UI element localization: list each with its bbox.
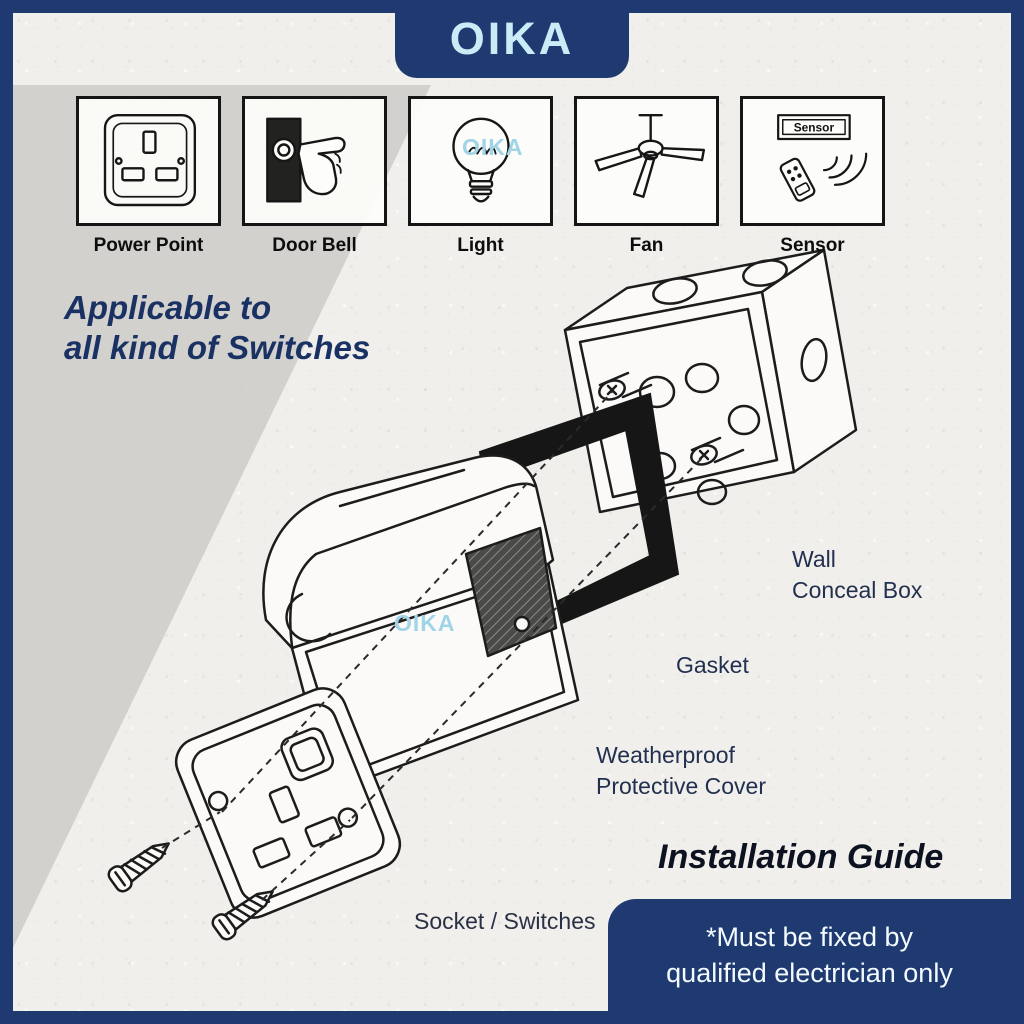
icon-card-light: Light xyxy=(408,96,553,257)
headline-line1: Applicable to xyxy=(64,289,272,326)
headline: Applicable to all kind of Switches xyxy=(64,288,370,367)
brand-logo-badge: OIKA xyxy=(395,0,629,78)
warning-line1: *Must be fixed by xyxy=(705,921,914,952)
installation-guide-title: Installation Guide xyxy=(658,838,944,876)
wall-conceal-box-drawing xyxy=(563,248,858,514)
headline-line2: all kind of Switches xyxy=(64,328,371,366)
oika-watermark: OIKA xyxy=(394,610,456,636)
icon-label-fan: Fan xyxy=(629,235,664,256)
sensor-tag-text: Sensor xyxy=(793,121,834,135)
label-socket-switches: Socket / Switches xyxy=(414,908,596,934)
label-weatherproof-cover: Weatherproof Protective Cover xyxy=(596,742,767,800)
icon-label-door-bell: Door Bell xyxy=(272,235,357,256)
alignment-dashed-lines xyxy=(161,391,705,901)
light-bulb-icon xyxy=(451,117,510,203)
electrician-warning-note: *Must be fixed by qualified electrician … xyxy=(608,899,1011,1011)
brand-logo-text: OIKA xyxy=(449,13,575,64)
ceiling-fan-icon xyxy=(593,113,705,198)
icon-label-sensor: Sensor xyxy=(780,235,845,256)
door-bell-icon xyxy=(265,117,346,203)
icon-label-power-point: Power Point xyxy=(93,235,204,256)
sensor-icon: Sensor xyxy=(776,114,867,202)
screw-drawing xyxy=(107,842,274,941)
warning-line2: qualified electrician only xyxy=(666,957,953,988)
icon-label-light: Light xyxy=(457,235,504,256)
oika-watermark: OIKA xyxy=(462,134,524,160)
label-gasket: Gasket xyxy=(676,652,749,678)
switch-type-icon-row: Power Point Door Bell xyxy=(76,96,885,257)
icon-card-power-point: Power Point xyxy=(76,96,221,257)
icon-card-sensor: Sensor Sensor xyxy=(740,96,885,257)
weatherproof-cover-drawing xyxy=(262,454,580,794)
label-wall-conceal-box: Wall Conceal Box xyxy=(792,546,923,604)
socket-plate-drawing xyxy=(174,687,402,919)
power-point-icon xyxy=(103,113,196,207)
icon-card-door-bell: Door Bell xyxy=(242,96,387,257)
icon-card-fan: Fan xyxy=(574,96,719,257)
